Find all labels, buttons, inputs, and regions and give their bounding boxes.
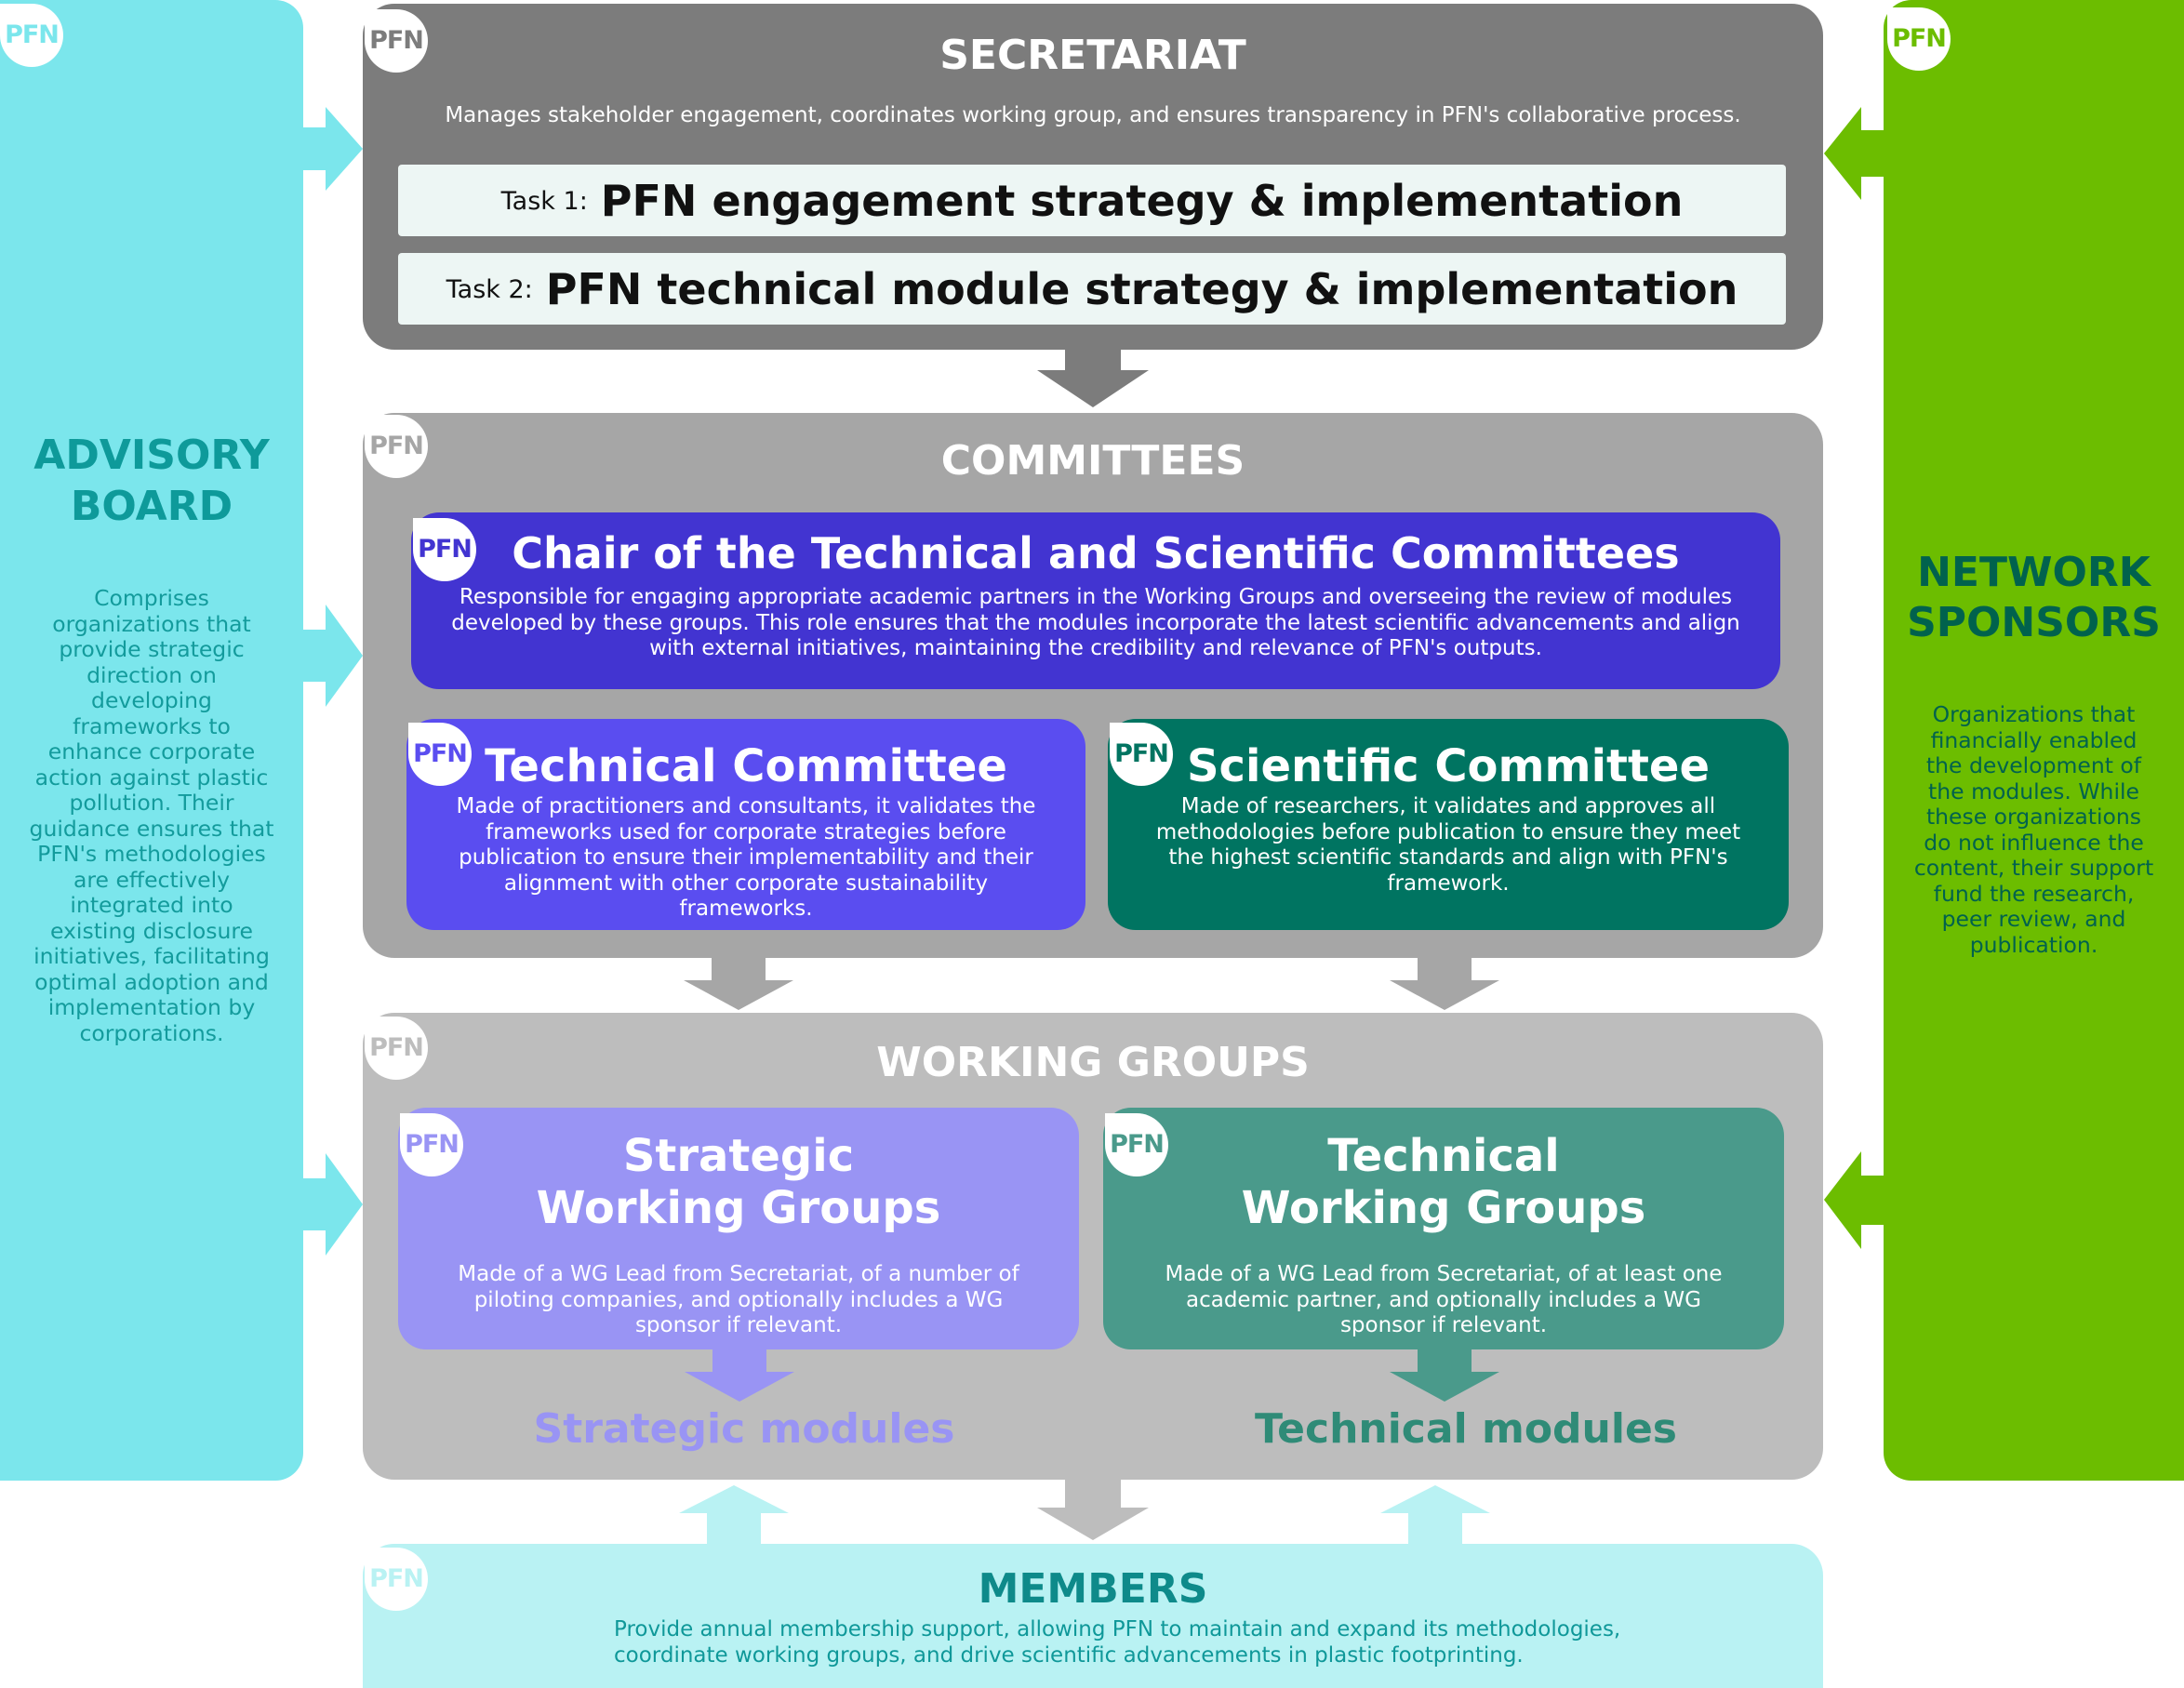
members-to-technical-wg-arrow [1380, 1485, 1490, 1544]
scientific-committee-title: Scientific Committee [1186, 740, 1711, 792]
strategic-wg-title-line1: Strategic [622, 1130, 855, 1182]
advisory-board-column: PFN ADVISORY BOARD Comprises organizatio… [0, 0, 303, 1481]
scientific-committee-card: PFN Scientific Committee Made of researc… [1108, 719, 1789, 930]
secretariat-title: SECRETARIAT [939, 32, 1246, 79]
scientific-committee-to-technical-wg-arrow [1390, 958, 1499, 1010]
technical-committee-to-strategic-wg-arrow [684, 958, 793, 1010]
pfn-logo-badge: PFN [365, 1017, 428, 1080]
working-groups-title: WORKING GROUPS [876, 1039, 1310, 1086]
task-1-label: Task 1: [500, 187, 588, 216]
strategic-wg-card: PFN Strategic Working Groups Made of a W… [398, 1108, 1079, 1349]
strategic-wg-title-line2: Working Groups [536, 1182, 941, 1234]
task-2-text: PFN technical module strategy & implemen… [545, 264, 1738, 314]
strategic-wg-description: Made of a WG Lead from Secretariat, of a… [458, 1262, 1019, 1337]
advisory-to-secretariat-arrow [303, 107, 363, 191]
working-groups-to-members-arrow [1037, 1480, 1149, 1540]
members-title: MEMBERS [978, 1565, 1208, 1613]
committees-panel: PFN COMMITTEES PFN Chair of the Technica… [363, 413, 1823, 958]
committees-title: COMMITTEES [940, 437, 1245, 485]
network-sponsors-title-line1: NETWORK [1917, 549, 2151, 596]
pfn-logo-badge: PFN [1887, 7, 1951, 71]
technical-wg-title-line2: Working Groups [1241, 1182, 1646, 1234]
pfn-logo-badge: PFN [408, 723, 472, 786]
members-description-line1: Provide annual membership support, allow… [614, 1617, 1621, 1641]
pfn-logo-badge: PFN [0, 4, 63, 67]
technical-modules-arrow [1390, 1349, 1499, 1402]
chair-card: PFN Chair of the Technical and Scientifi… [411, 512, 1780, 689]
pfn-logo-badge: PFN [1110, 723, 1173, 786]
task-1-bar: Task 1: PFN engagement strategy & impleme… [398, 165, 1786, 236]
members-to-strategic-wg-arrow [679, 1485, 789, 1544]
secretariat-panel: PFN SECRETARIAT Manages stakeholder enga… [363, 4, 1823, 350]
task-1-text: PFN engagement strategy & implementation [600, 176, 1684, 226]
pfn-logo-badge: PFN [1105, 1113, 1168, 1176]
technical-committee-card: PFN Technical Committee Made of practiti… [406, 719, 1085, 930]
network-sponsors-description: Organizations that financially enabled t… [1913, 701, 2154, 958]
task-2-bar: Task 2: PFN technical module strategy & i… [398, 253, 1786, 325]
technical-wg-card: PFN Technical Working Groups Made of a W… [1103, 1108, 1784, 1349]
network-sponsors-column: PFN NETWORK SPONSORS Organizations that … [1884, 0, 2184, 1481]
secretariat-description: Manages stakeholder engagement, coordina… [445, 103, 1741, 127]
task-2-label: Task 2: [446, 275, 533, 304]
pfn-logo-badge: PFN [365, 1548, 428, 1611]
technical-wg-title-line1: Technical [1327, 1130, 1560, 1182]
advisory-to-committees-arrow [303, 605, 363, 707]
technical-committee-title: Technical Committee [485, 740, 1007, 792]
pfn-logo-badge: PFN [365, 415, 428, 478]
members-panel: PFN MEMBERS Provide annual membership su… [363, 1544, 1823, 1688]
strategic-modules-arrow [685, 1349, 794, 1402]
pfn-logo-badge: PFN [365, 9, 428, 73]
sponsors-to-working-groups-arrow [1824, 1151, 1884, 1249]
advisory-board-title-line1: ADVISORY [33, 432, 270, 479]
advisory-to-working-groups-arrow [303, 1153, 363, 1256]
pfn-logo-badge: PFN [400, 1113, 463, 1176]
sponsors-to-secretariat-arrow [1824, 107, 1884, 200]
network-sponsors-title-line2: SPONSORS [1907, 599, 2161, 646]
strategic-modules-label: Strategic modules [533, 1405, 955, 1453]
pfn-logo-badge: PFN [413, 518, 476, 581]
technical-committee-description: Made of practitioners and consultants, i… [456, 794, 1036, 921]
secretariat-to-committees-arrow [1037, 350, 1149, 407]
technical-modules-label: Technical modules [1254, 1405, 1677, 1453]
working-groups-panel: PFN WORKING GROUPS PFN Strategic Working… [363, 1013, 1823, 1480]
advisory-board-description: Comprises organizations that provide str… [29, 585, 274, 1046]
scientific-committee-description: Made of researchers, it validates and ap… [1155, 794, 1741, 896]
chair-description: Responsible for engaging appropriate aca… [451, 585, 1740, 660]
advisory-board-title-line2: BOARD [70, 483, 233, 530]
members-description-line2: coordinate working groups, and drive sci… [614, 1643, 1524, 1668]
technical-wg-description: Made of a WG Lead from Secretariat, of a… [1165, 1262, 1723, 1337]
chair-title: Chair of the Technical and Scientific Co… [512, 528, 1680, 578]
